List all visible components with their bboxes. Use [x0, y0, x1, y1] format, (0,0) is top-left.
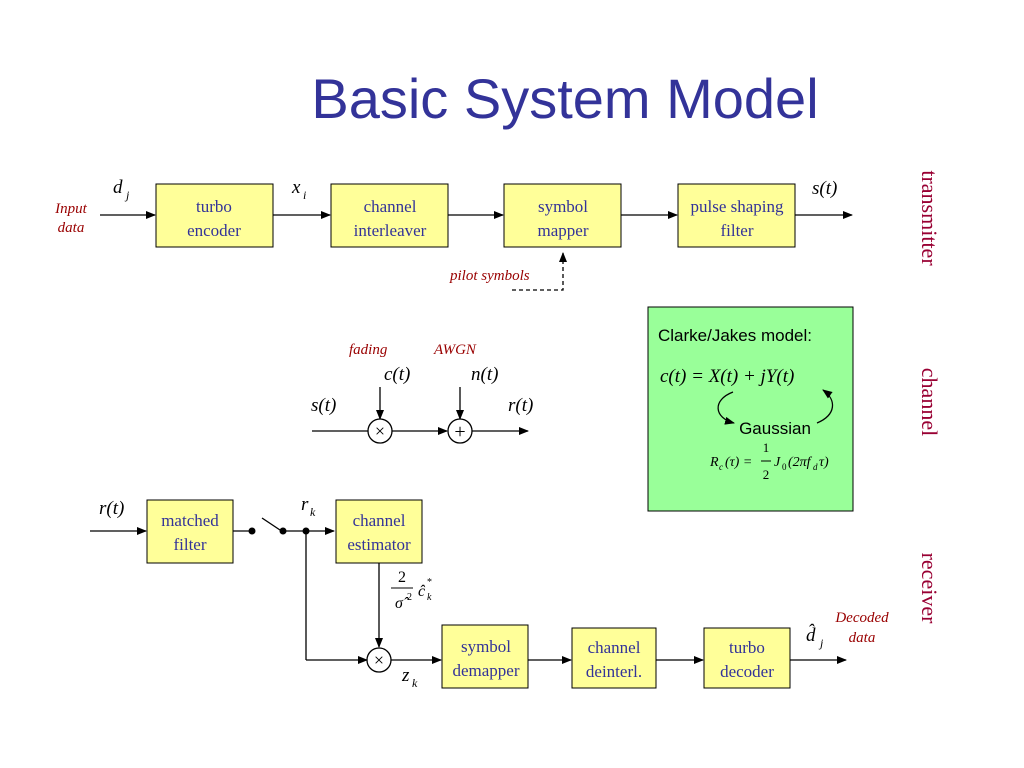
channel-multiplier-node: × [367, 418, 393, 444]
symbol-demapper-block: symbol demapper [441, 624, 529, 689]
half-denominator: 2 [763, 467, 770, 482]
symbol-mapper-block: symbol mapper [503, 183, 622, 248]
turbo-decoder-label-line2: decoder [720, 662, 774, 681]
rc-argument: (τ) = [725, 455, 752, 470]
channel-estimator-label-line1: channel [353, 511, 406, 530]
turbo-encoder-block: turbo encoder [155, 183, 274, 248]
bessel-j0: J [774, 455, 781, 470]
matched-filter-label-line2: filter [173, 535, 206, 554]
sampler-contact-right [279, 527, 287, 535]
symbol-mapper-label-line1: symbol [538, 197, 588, 216]
dj-subscript: j [124, 188, 130, 202]
zk-subscript: k [412, 676, 418, 690]
fd-subscript: d [813, 462, 818, 472]
channel-deinterl-label-line2: deinterl. [586, 662, 642, 681]
ck-label: ĉ [418, 583, 426, 600]
matched-filter-label-line1: matched [161, 511, 219, 530]
scale-numerator: 2 [398, 569, 406, 586]
plus-symbol: + [454, 421, 465, 443]
nt-label: n(t) [471, 364, 498, 385]
receiver-multiplier-node: × [366, 647, 392, 673]
xi-label: x [291, 177, 301, 198]
transmitter-section-label: transmitter [917, 170, 942, 266]
pilot-symbols-label: pilot symbols [449, 268, 530, 284]
pulse-shaping-label-line1: pulse shaping [690, 197, 784, 216]
channel-deinterleaver-block: channel deinterl. [571, 627, 657, 689]
transmitter-chain: Input data d j turbo encoder x i channel… [54, 177, 853, 291]
ct-label: c(t) [384, 364, 410, 385]
channel-deinterl-label-line1: channel [588, 638, 641, 657]
receiver-chain: r(t) matched filter r k channel estimato… [90, 494, 889, 690]
pilot-symbols-arrow [512, 252, 567, 291]
gaussian-arrow-left [717, 391, 735, 425]
input-data-label-line2: data [58, 220, 85, 236]
matched-filter-block: matched filter [146, 499, 234, 564]
channel-estimator-label-line2: estimator [347, 535, 411, 554]
channel-estimator-block: channel estimator [335, 499, 423, 564]
ck-subscript: k [427, 592, 432, 603]
gaussian-arrow-right [816, 389, 834, 424]
bessel-j0-subscript: 0 [782, 462, 787, 472]
fading-label: fading [349, 342, 388, 358]
rc-subscript: c [719, 462, 723, 472]
dj-label: d [113, 177, 123, 198]
symbol-demapper-label-line2: demapper [452, 661, 519, 680]
rt-channel-output-label: r(t) [508, 395, 533, 416]
zk-label: z [401, 665, 410, 686]
st-channel-input-label: s(t) [311, 395, 336, 416]
channel-section-label: channel [917, 368, 942, 436]
rk-subscript: k [310, 505, 316, 519]
dj-hat-label: d̂ [806, 624, 816, 646]
rc-label: R [709, 455, 719, 470]
gaussian-label: Gaussian [739, 419, 811, 438]
rk-label: r [301, 494, 309, 515]
pulse-shaping-filter-block: pulse shaping filter [677, 183, 796, 248]
ck-superscript: * [427, 577, 432, 588]
receiver-multiply-symbol: × [374, 650, 384, 670]
receiver-section-label: receiver [917, 553, 942, 624]
awgn-label: AWGN [433, 342, 477, 358]
symbol-mapper-label-line2: mapper [538, 221, 589, 240]
scale-denominator-power: 2 [407, 592, 412, 603]
decoded-data-label-line2: data [849, 630, 876, 646]
tau-close: τ) [819, 455, 829, 470]
model-equation: c(t) = X(t) + jY(t) [660, 366, 794, 387]
channel-adder-node: + [447, 418, 473, 444]
multiply-symbol: × [375, 421, 385, 441]
turbo-decoder-block: turbo decoder [703, 627, 791, 689]
bessel-argument: (2πf [788, 455, 813, 470]
page-title: Basic System Model [311, 67, 818, 130]
rt-receiver-input-label: r(t) [99, 498, 124, 519]
sampler-switch-arm [261, 517, 281, 531]
turbo-decoder-label-line1: turbo [729, 638, 765, 657]
sampler-contact-left [248, 527, 256, 535]
clarke-jakes-model-box: Clarke/Jakes model: c(t) = X(t) + jY(t) … [647, 306, 854, 512]
symbol-demapper-label-line1: symbol [461, 637, 511, 656]
xi-subscript: i [303, 188, 306, 202]
channel-chain: fading AWGN c(t) n(t) s(t) r(t) × + [311, 342, 533, 444]
st-output-label: s(t) [812, 178, 837, 199]
channel-interleaver-label-line1: channel [364, 197, 417, 216]
model-heading: Clarke/Jakes model: [658, 326, 812, 345]
dj-hat-subscript: j [818, 636, 824, 650]
decoded-data-label-line1: Decoded [834, 610, 889, 626]
turbo-encoder-label-line2: encoder [187, 221, 241, 240]
pulse-shaping-label-line2: filter [720, 221, 753, 240]
channel-interleaver-label-line2: interleaver [354, 221, 427, 240]
half-numerator: 1 [763, 440, 770, 455]
turbo-encoder-label-line1: turbo [196, 197, 232, 216]
input-data-label-line1: Input [54, 201, 87, 217]
channel-interleaver-block: channel interleaver [330, 183, 449, 248]
